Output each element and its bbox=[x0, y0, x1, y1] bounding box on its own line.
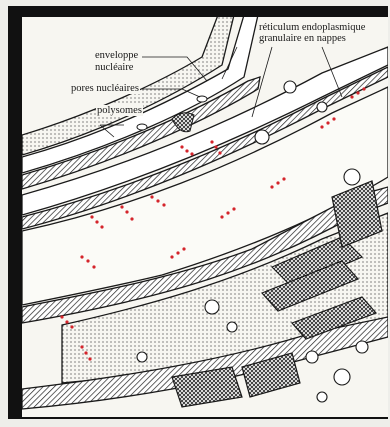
label-reticulum-line1: réticulum endoplasmique bbox=[258, 22, 366, 33]
cell-illustration bbox=[22, 17, 388, 417]
label-polysomes: polysomes bbox=[96, 105, 143, 116]
illustration-panel: enveloppe nucléaire pores nucléaires pol… bbox=[22, 17, 388, 417]
label-enveloppe: enveloppe bbox=[94, 50, 139, 61]
label-reticulum-line2: granulaire en nappes bbox=[258, 33, 347, 44]
label-pores-nucleaires: pores nucléaires bbox=[70, 83, 140, 94]
label-nucleaire: nucléaire bbox=[94, 62, 134, 73]
